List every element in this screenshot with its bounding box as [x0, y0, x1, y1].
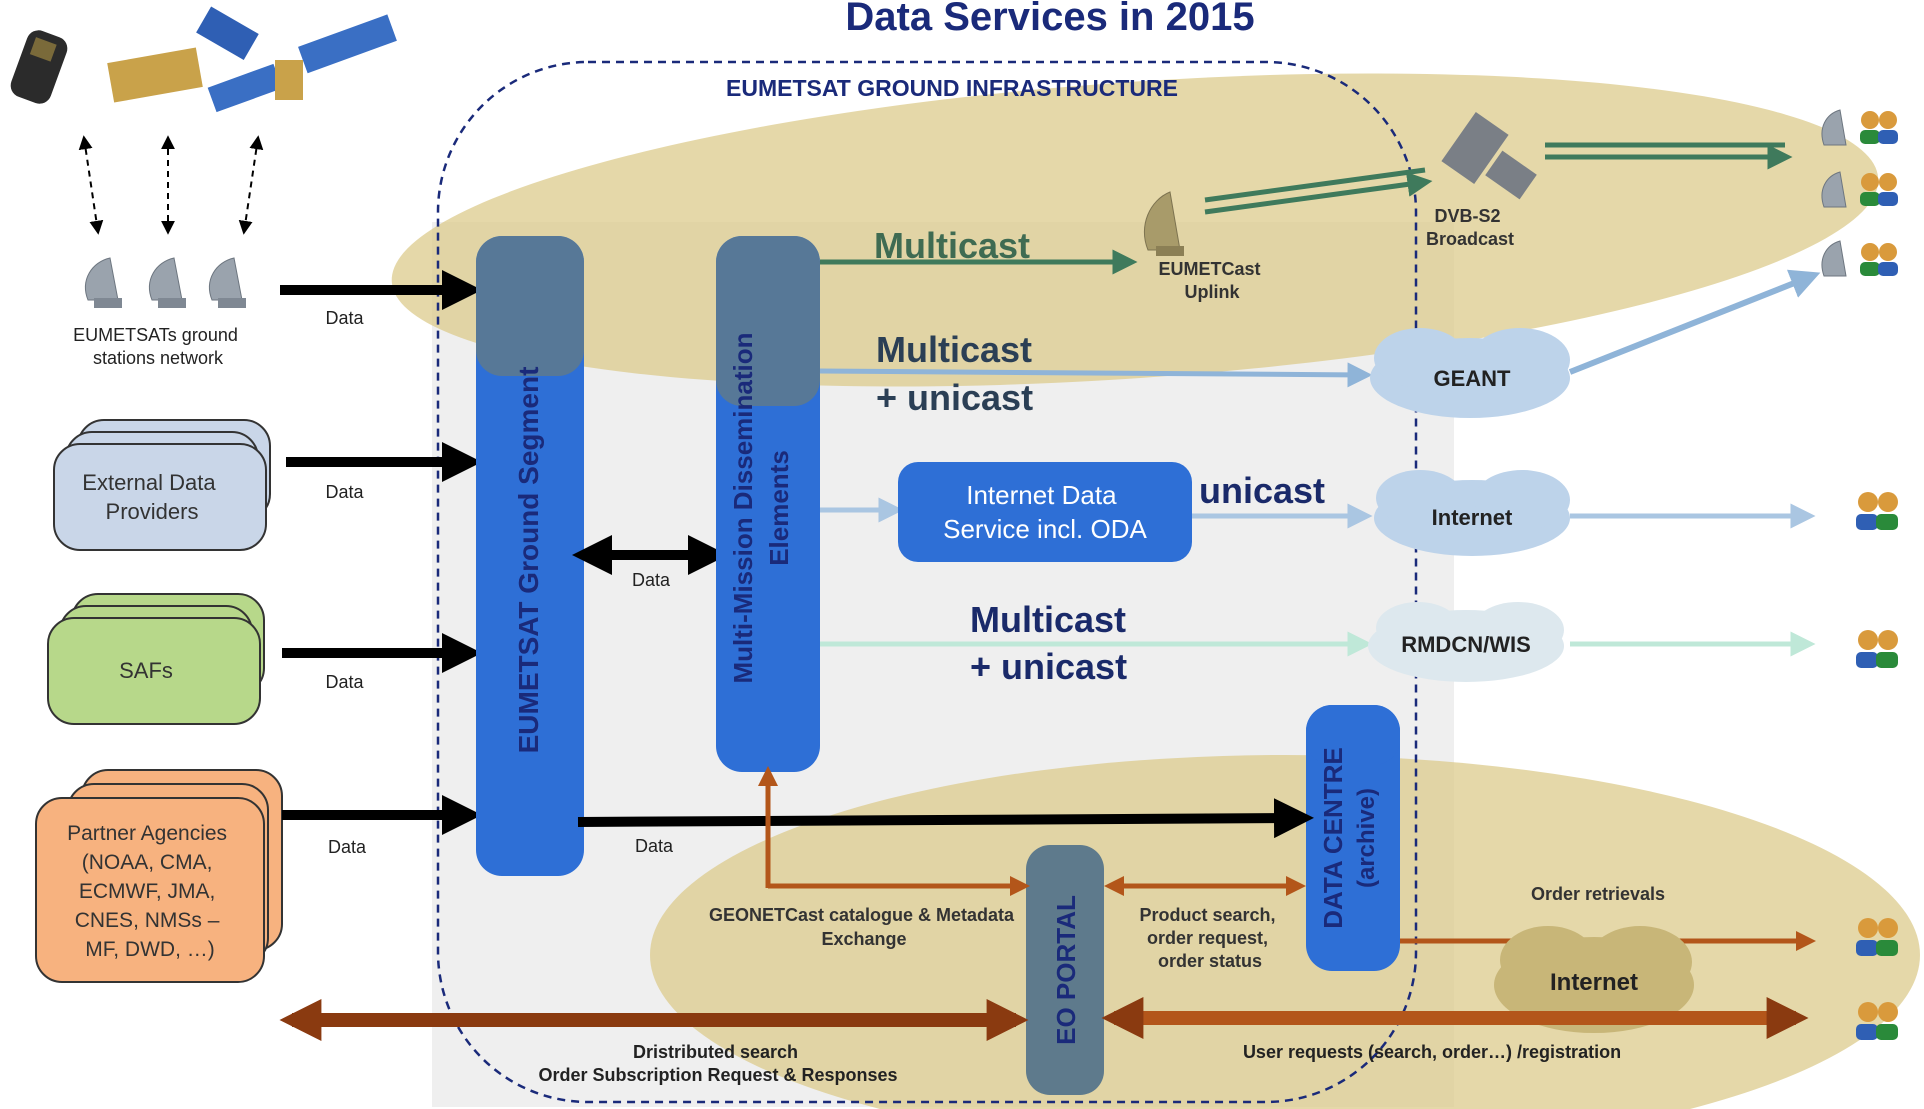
- segment-datacentre-arrow: [577, 798, 1314, 839]
- satellite-icon: [10, 30, 68, 104]
- uplink-label: EUMETCast Uplink: [1158, 259, 1265, 302]
- diagram-title: Data Services in 2015: [845, 0, 1254, 39]
- ground-segment-bar: [476, 236, 584, 876]
- infrastructure-label: EUMETSAT GROUND INFRASTRUCTURE: [726, 75, 1178, 101]
- satellite-dish-icon: [149, 257, 186, 308]
- user-group-icon: [1860, 111, 1898, 144]
- segment-data-label: Data: [632, 570, 671, 590]
- internet-label: Internet: [1432, 505, 1513, 530]
- satellite-icon: [1441, 111, 1537, 200]
- ground-segment-label: EUMETSAT Ground Segment: [513, 367, 544, 754]
- cloud-icon: [1370, 328, 1570, 418]
- satellite-dish-icon: [1821, 171, 1847, 208]
- broadcast-users-arrow: [1545, 142, 1793, 170]
- user-group-icon: [1856, 1002, 1898, 1040]
- geonetcast-label: GEONETCast catalogue & Metadata Exchange: [709, 905, 1019, 949]
- dissemination-label-2: Elements: [764, 450, 794, 566]
- safs-label: SAFs: [119, 658, 173, 683]
- user-group-icon: [1856, 918, 1898, 956]
- data-centre-box: [1306, 705, 1400, 971]
- data-labels: Data Data Data Data: [325, 308, 368, 857]
- unicast-label: unicast: [1199, 470, 1325, 511]
- dvb-label: DVB-S2 Broadcast: [1426, 206, 1514, 249]
- cloud-icon: [1368, 602, 1564, 682]
- dissemination-label-1: Multi-Mission Dissemination: [728, 332, 758, 683]
- satellite-dish-icon: [1821, 240, 1847, 277]
- datacentre-data-label: Data: [635, 836, 674, 856]
- user-group-icon: [1860, 173, 1898, 206]
- internet-data-service-box: [898, 462, 1192, 562]
- partners-label: Partner Agencies (NOAA, CMA, ECMWF, JMA,…: [67, 822, 233, 961]
- dissemination-bar: [716, 236, 820, 772]
- user-group-icon: [1860, 243, 1898, 276]
- rmdcn-channel-label: Multicast + unicast: [970, 599, 1136, 687]
- external-providers-box: [53, 419, 271, 551]
- partners-box: [35, 769, 283, 983]
- geant-arrow: [819, 362, 1373, 388]
- eo-portal-box: [1026, 845, 1104, 1095]
- satellite-dish-icon: [1821, 109, 1847, 146]
- satellite-dish-icon: [209, 257, 246, 308]
- satellite-dish-icon: [1143, 191, 1184, 256]
- safs-box: [47, 593, 265, 725]
- internet-2-label: Internet: [1550, 969, 1638, 996]
- multicast-unicast-label: Multicast + unicast: [876, 329, 1042, 418]
- user-group-icon: [1856, 630, 1898, 668]
- cloud-icon: [1374, 470, 1570, 556]
- uplink-broadcast-arrow: [1204, 167, 1433, 215]
- geant-users-arrow: [1568, 269, 1821, 375]
- internet-data-service-label: Internet Data Service incl. ODA: [943, 480, 1147, 544]
- satellite-icon: [107, 6, 259, 103]
- geant-label: GEANT: [1434, 366, 1512, 391]
- product-search-label: Product search, order request, order sta…: [1139, 905, 1280, 971]
- distributed-search-label: Dristributed search Order Subscription R…: [538, 1042, 897, 1085]
- satellite-dish-icon: [85, 257, 122, 308]
- data-input-arrows: [280, 270, 482, 835]
- data-centre-label-1: DATA CENTRE: [1318, 747, 1348, 929]
- user-requests-label: User requests (search, order…) /registra…: [1243, 1042, 1621, 1062]
- infrastructure-boundary: [436, 60, 1418, 1104]
- multicast-label: Multicast: [874, 225, 1030, 266]
- eo-portal-label: EO PORTAL: [1051, 895, 1081, 1045]
- ground-stations-label: EUMETSATs ground stations network: [73, 325, 243, 368]
- data-centre-label-2: (archive): [1353, 788, 1380, 888]
- external-providers-label: External Data Providers: [82, 470, 221, 524]
- data-centre-top: [1306, 705, 1400, 765]
- user-group-icon: [1856, 492, 1898, 530]
- satellite-icon: [207, 14, 397, 113]
- order-retrievals-label: Order retrievals: [1531, 884, 1665, 904]
- satellite-links: [78, 135, 264, 235]
- rmdcn-label: RMDCN/WIS: [1401, 632, 1531, 657]
